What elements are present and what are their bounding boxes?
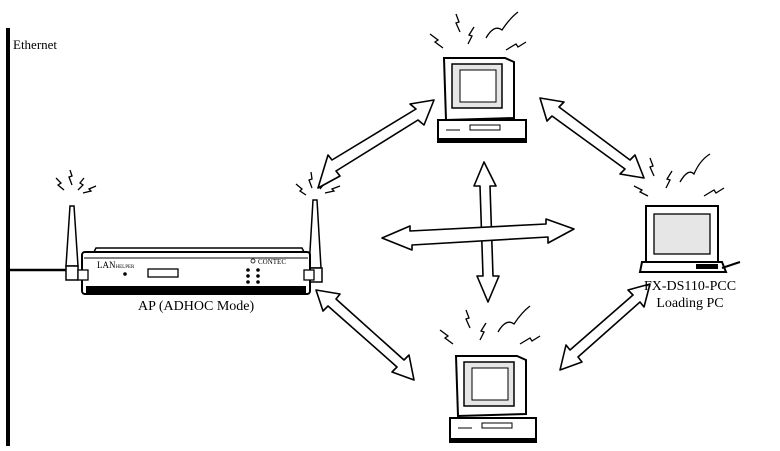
link-arrow-ap-top	[317, 99, 435, 189]
top-pc-signal-icon	[429, 11, 527, 51]
ap-left-signal-icon	[55, 169, 97, 194]
link-arrow-top-laptop	[539, 97, 645, 179]
top-pc	[437, 57, 527, 143]
link-arrow-horizontal	[381, 218, 575, 251]
loading-pc-label: FX-DS110-PCC Loading PC	[615, 280, 765, 314]
loading-pc-model: FX-DS110-PCC	[643, 279, 737, 294]
bottom-pc	[449, 355, 537, 443]
bottom-pc-signal-icon	[439, 305, 541, 345]
link-arrow-bottom-laptop	[559, 283, 651, 371]
loading-pc-role: Loading PC	[656, 296, 724, 311]
link-arrow-ap-bottom	[315, 289, 415, 381]
maker-label: CONTEC	[258, 258, 286, 266]
access-point-device: LANHELPER CONTEC	[65, 199, 323, 295]
access-point-label: AP (ADHOC Mode)	[138, 299, 255, 314]
loading-pc-laptop	[638, 205, 741, 273]
brand-label: LANHELPER	[97, 260, 135, 270]
laptop-signal-icon	[633, 153, 725, 197]
ethernet-label: Ethernet	[13, 37, 58, 52]
